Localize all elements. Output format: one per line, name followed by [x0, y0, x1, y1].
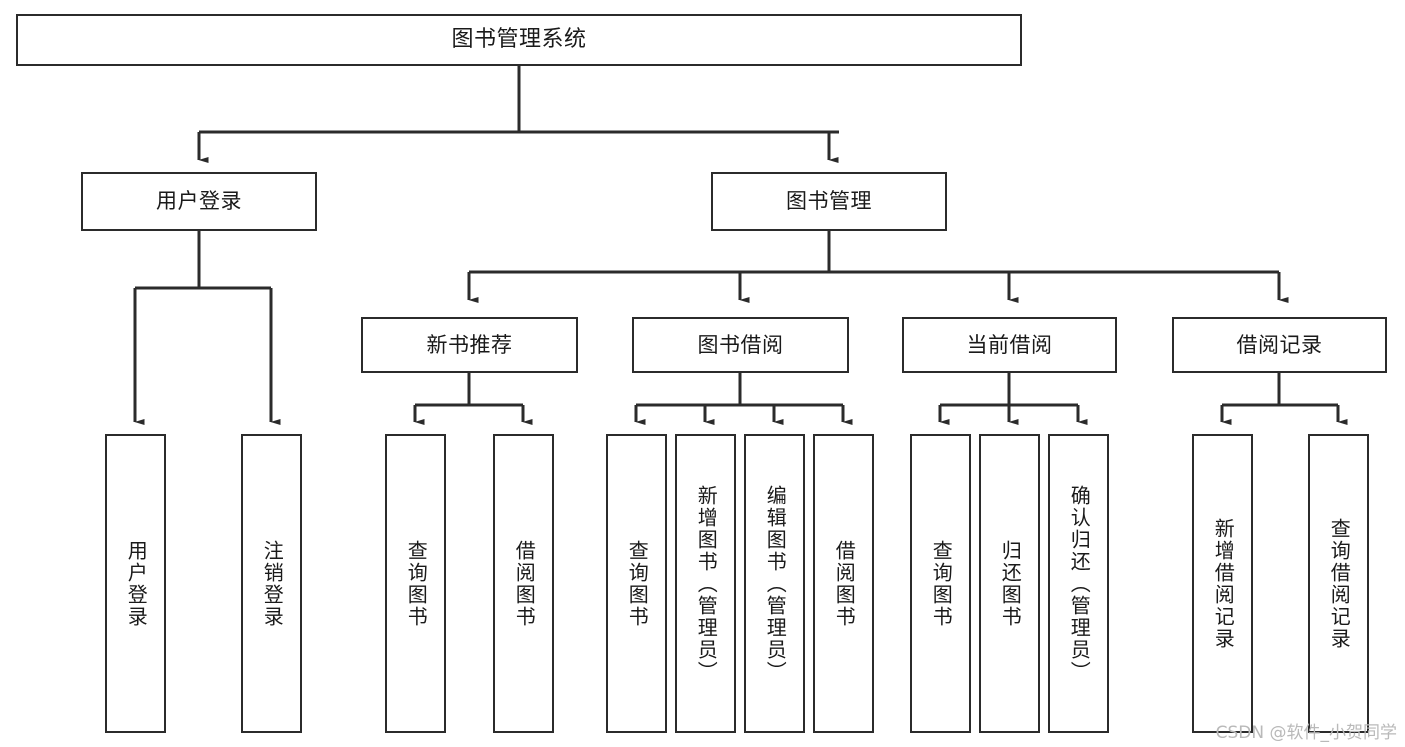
- node-label: 查询图书: [625, 539, 650, 628]
- node-label: 图书管理: [786, 189, 872, 214]
- leaf-borrow-book-2[interactable]: 借阅图书: [813, 434, 874, 733]
- node-label: 查询图书: [929, 539, 954, 628]
- node-new-book-recommend[interactable]: 新书推荐: [361, 317, 578, 373]
- node-root-system[interactable]: 图书管理系统: [16, 14, 1022, 66]
- node-label: 编辑图书（管理员）: [763, 484, 788, 683]
- node-label: 借阅图书: [512, 539, 537, 628]
- node-book-borrow[interactable]: 图书借阅: [632, 317, 849, 373]
- node-label: 新书推荐: [426, 332, 513, 357]
- node-label: 查询图书: [404, 539, 429, 628]
- node-label: 用户登录: [124, 539, 149, 628]
- node-label: 图书借阅: [697, 332, 784, 357]
- node-label: 查询借阅记录: [1327, 517, 1352, 650]
- leaf-confirm-return-admin[interactable]: 确认归还（管理员）: [1048, 434, 1109, 733]
- leaf-add-book-admin[interactable]: 新增图书（管理员）: [675, 434, 736, 733]
- watermark-text: CSDN @软件_小贺同学: [1215, 723, 1397, 743]
- node-label: 新增借阅记录: [1211, 517, 1236, 650]
- node-label: 注销登录: [260, 539, 285, 628]
- node-user-login[interactable]: 用户登录: [81, 172, 317, 231]
- leaf-query-book-3[interactable]: 查询图书: [910, 434, 971, 733]
- node-label: 确认归还（管理员）: [1067, 484, 1092, 683]
- leaf-query-borrow-record[interactable]: 查询借阅记录: [1308, 434, 1369, 733]
- node-label: 借阅图书: [832, 539, 857, 628]
- leaf-user-login[interactable]: 用户登录: [105, 434, 166, 733]
- leaf-return-book[interactable]: 归还图书: [979, 434, 1040, 733]
- leaf-query-book-2[interactable]: 查询图书: [606, 434, 667, 733]
- node-label: 借阅记录: [1236, 332, 1323, 357]
- node-label: 用户登录: [156, 189, 242, 214]
- node-current-borrow[interactable]: 当前借阅: [902, 317, 1117, 373]
- node-label: 新增图书（管理员）: [694, 484, 719, 683]
- node-label: 归还图书: [998, 539, 1023, 628]
- node-label: 当前借阅: [966, 332, 1053, 357]
- node-book-management[interactable]: 图书管理: [711, 172, 947, 231]
- leaf-query-book-1[interactable]: 查询图书: [385, 434, 446, 733]
- leaf-add-borrow-record[interactable]: 新增借阅记录: [1192, 434, 1253, 733]
- node-label: 图书管理系统: [451, 27, 587, 53]
- leaf-logout-login[interactable]: 注销登录: [241, 434, 302, 733]
- node-borrow-record[interactable]: 借阅记录: [1172, 317, 1387, 373]
- leaf-edit-book-admin[interactable]: 编辑图书（管理员）: [744, 434, 805, 733]
- leaf-borrow-book-1[interactable]: 借阅图书: [493, 434, 554, 733]
